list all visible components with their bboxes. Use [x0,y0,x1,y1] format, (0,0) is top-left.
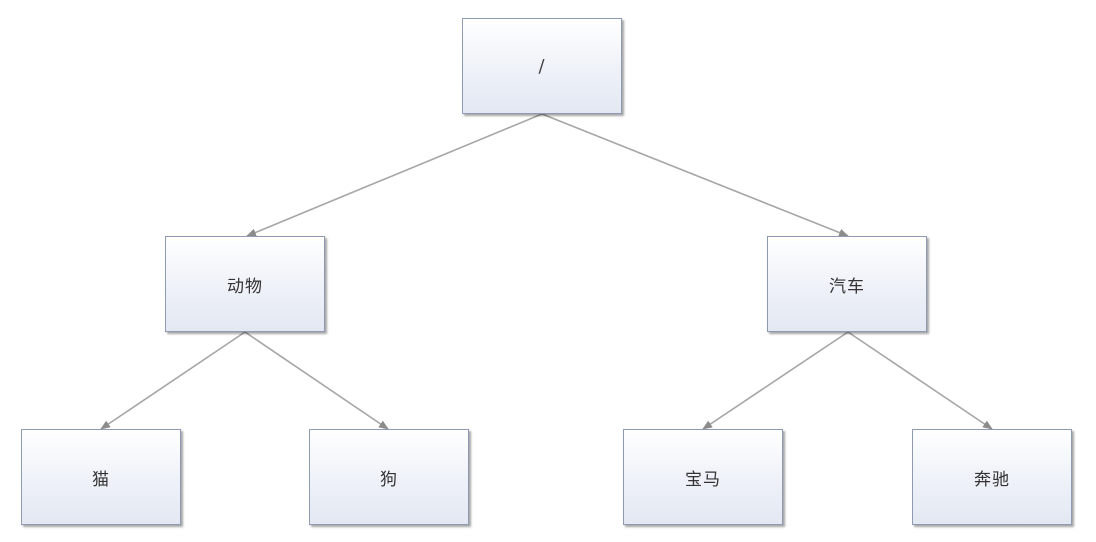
edge-animals-cat [100,331,246,430]
node-root: / [462,18,622,114]
edge-root-cars [541,113,849,237]
node-bmw-label: 宝马 [685,469,721,490]
edge-cars-bmw [702,331,849,430]
node-dog: 狗 [309,429,469,525]
node-cat-label: 猫 [92,469,110,490]
node-cars: 汽车 [767,236,927,332]
node-benz-label: 奔驰 [974,469,1010,490]
node-bmw: 宝马 [623,429,783,525]
edge-animals-dog [244,331,389,430]
node-cat: 猫 [21,429,181,525]
node-dog-label: 狗 [380,469,398,490]
edge-root-animals [246,113,543,237]
node-animals: 动物 [165,236,325,332]
node-cars-label: 汽车 [829,276,865,297]
edge-cars-benz [847,331,993,430]
node-benz: 奔驰 [912,429,1072,525]
node-root-label: / [538,55,546,77]
node-animals-label: 动物 [227,276,263,297]
